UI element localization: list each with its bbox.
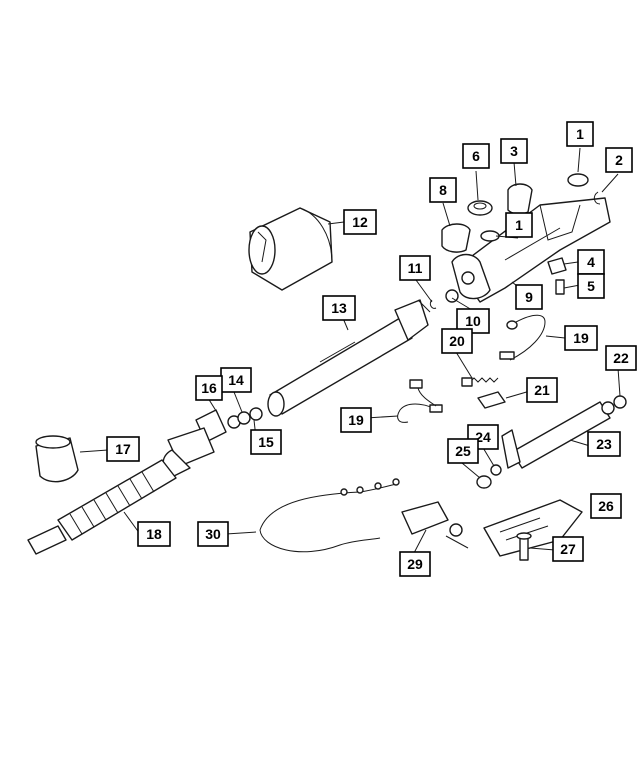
part-24-bushing	[490, 464, 502, 476]
callout-c16: 16	[195, 375, 223, 401]
callout-c19b: 19	[340, 407, 372, 433]
callout-c23: 23	[587, 431, 621, 457]
part-1-cap-top	[567, 173, 589, 187]
part-23-tilt-shaft	[501, 401, 615, 469]
callout-c26: 26	[590, 493, 622, 519]
part-6-retainer	[467, 200, 493, 216]
callout-c4: 4	[577, 249, 605, 275]
callout-c29: 29	[399, 551, 431, 577]
callout-c11: 11	[399, 255, 431, 281]
callout-c6: 6	[462, 143, 490, 169]
part-10-nut	[445, 289, 459, 303]
callout-c9: 9	[515, 284, 543, 310]
part-29-actuator	[401, 501, 469, 549]
part-18-boot	[27, 459, 177, 555]
callout-label: 25	[455, 443, 471, 459]
callout-c13: 13	[322, 295, 356, 321]
part-19-cable-lower	[397, 379, 443, 423]
callout-label: 19	[573, 330, 589, 346]
part-20-spring	[461, 377, 499, 387]
intermediate-shaft	[162, 427, 215, 477]
callout-c2: 2	[605, 147, 633, 173]
callout-label: 20	[449, 333, 465, 349]
callout-label: 8	[439, 182, 447, 198]
callout-c8: 8	[429, 177, 457, 203]
callout-label: 30	[205, 526, 221, 542]
part-21-pad	[477, 391, 506, 409]
callout-c3: 3	[500, 138, 528, 164]
callout-label: 19	[348, 412, 364, 428]
callout-label: 21	[534, 382, 550, 398]
callout-label: 29	[407, 556, 423, 572]
part-9-upper-housing	[451, 197, 611, 303]
callout-label: 13	[331, 300, 347, 316]
callout-c14: 14	[220, 367, 252, 393]
part-13-column-tube	[267, 299, 431, 417]
callout-c19a: 19	[564, 325, 598, 351]
part-22-washer	[613, 395, 627, 409]
callout-label: 23	[596, 436, 612, 452]
part-17-boot-cap	[35, 435, 79, 483]
callout-c18: 18	[137, 521, 171, 547]
callout-c5: 5	[577, 273, 605, 299]
callout-c1a: 1	[566, 121, 594, 147]
callout-label: 5	[587, 278, 595, 294]
callout-c24: 24	[467, 424, 499, 450]
callout-c20: 20	[441, 328, 473, 354]
callout-c15: 15	[250, 429, 282, 455]
callout-label: 3	[510, 143, 518, 159]
callout-label: 15	[258, 434, 274, 450]
callout-label: 12	[352, 214, 368, 230]
callout-label: 17	[115, 441, 131, 457]
callout-label: 1	[576, 126, 584, 142]
callout-label: 4	[587, 254, 595, 270]
callout-label: 1	[515, 217, 523, 233]
part-25-nut	[476, 475, 492, 489]
callout-c21: 21	[526, 377, 558, 403]
callout-label: 22	[613, 350, 629, 366]
callout-c25: 25	[447, 438, 479, 464]
callout-label: 14	[228, 372, 244, 388]
callout-label: 10	[465, 313, 481, 329]
part-27-bolt	[516, 532, 532, 561]
callout-label: 9	[525, 289, 533, 305]
part-19-cable-upper	[499, 314, 546, 361]
callout-label: 27	[560, 541, 576, 557]
callout-c22: 22	[605, 345, 637, 371]
callout-label: 26	[598, 498, 614, 514]
callout-label: 11	[408, 260, 423, 276]
callout-c1b: 1	[505, 212, 533, 238]
callout-c17: 17	[106, 436, 140, 462]
callout-c30: 30	[197, 521, 229, 547]
part-4-lever	[547, 257, 567, 275]
callout-label: 18	[146, 526, 162, 542]
callout-label: 6	[472, 148, 480, 164]
callout-label: 16	[201, 380, 217, 396]
callout-c12: 12	[343, 209, 377, 235]
part-8-bearing	[441, 223, 471, 253]
callout-label: 2	[615, 152, 623, 168]
part-3-clip	[507, 183, 533, 215]
callout-c27: 27	[552, 536, 584, 562]
part-2-snap-ring	[593, 191, 601, 205]
part-30-shift-cable	[259, 478, 400, 553]
part-5-bolt	[555, 279, 565, 295]
part-12-shroud	[248, 207, 333, 291]
callout-label: 24	[475, 429, 491, 445]
